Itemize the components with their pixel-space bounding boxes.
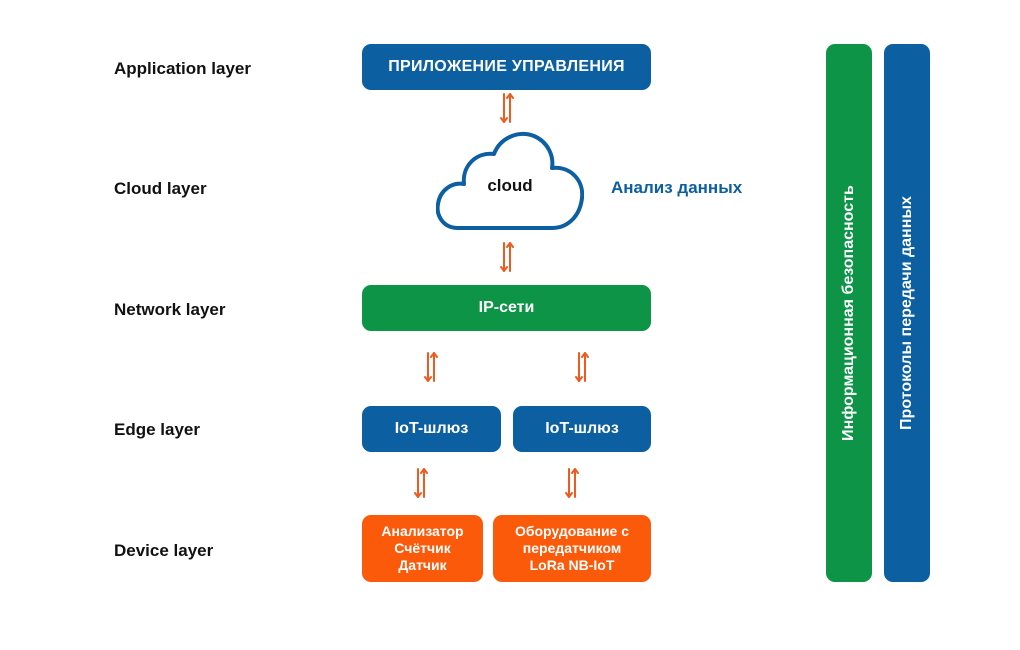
bidirectional-arrow-icon bbox=[500, 93, 514, 123]
device-box-sensors: Анализатор Счётчик Датчик bbox=[362, 515, 483, 582]
application-box-label: ПРИЛОЖЕНИЕ УПРАВЛЕНИЯ bbox=[388, 58, 625, 75]
security-bar: Информационная безопасность bbox=[826, 44, 872, 582]
bidirectional-arrow-icon bbox=[414, 468, 428, 498]
bidirectional-arrow-icon bbox=[424, 352, 438, 382]
ip-network-box: IP-сети bbox=[362, 285, 651, 331]
bidirectional-arrow-icon bbox=[565, 468, 579, 498]
bidirectional-arrow-icon bbox=[500, 242, 514, 272]
protocols-bar: Протоколы передачи данных bbox=[884, 44, 930, 582]
cloud-node: cloud bbox=[435, 128, 585, 232]
device-line: передатчиком bbox=[522, 540, 622, 556]
iot-gateway-label-1: IoT-шлюз bbox=[394, 420, 469, 437]
protocols-bar-label: Протоколы передачи данных bbox=[898, 196, 915, 430]
cloud-layer-label: Cloud layer bbox=[114, 179, 207, 198]
edge-layer-label: Edge layer bbox=[114, 420, 200, 439]
iot-gateway-box-1: IoT-шлюз bbox=[362, 406, 501, 452]
security-bar-label: Информационная безопасность bbox=[840, 185, 857, 441]
device-box-transmitter: Оборудование с передатчиком LoRa NB-IoT bbox=[493, 515, 651, 582]
cloud-icon bbox=[435, 132, 585, 230]
iot-gateway-box-2: IoT-шлюз bbox=[513, 406, 651, 452]
ip-network-label: IP-сети bbox=[478, 299, 535, 316]
network-layer-label: Network layer bbox=[114, 300, 226, 319]
device-line: Счётчик bbox=[394, 540, 451, 556]
iot-gateway-label-2: IoT-шлюз bbox=[545, 420, 619, 437]
data-analysis-label: Анализ данных bbox=[611, 178, 743, 197]
device-line: Анализатор bbox=[381, 523, 464, 539]
cloud-label: cloud bbox=[487, 176, 533, 195]
device-line: LoRa NB-IoT bbox=[529, 557, 615, 573]
device-line: Датчик bbox=[398, 557, 447, 573]
application-layer-label: Application layer bbox=[114, 59, 251, 78]
device-line: Оборудование с bbox=[514, 523, 630, 539]
device-layer-label: Device layer bbox=[114, 541, 214, 560]
bidirectional-arrow-icon bbox=[575, 352, 589, 382]
application-box: ПРИЛОЖЕНИЕ УПРАВЛЕНИЯ bbox=[362, 44, 651, 90]
